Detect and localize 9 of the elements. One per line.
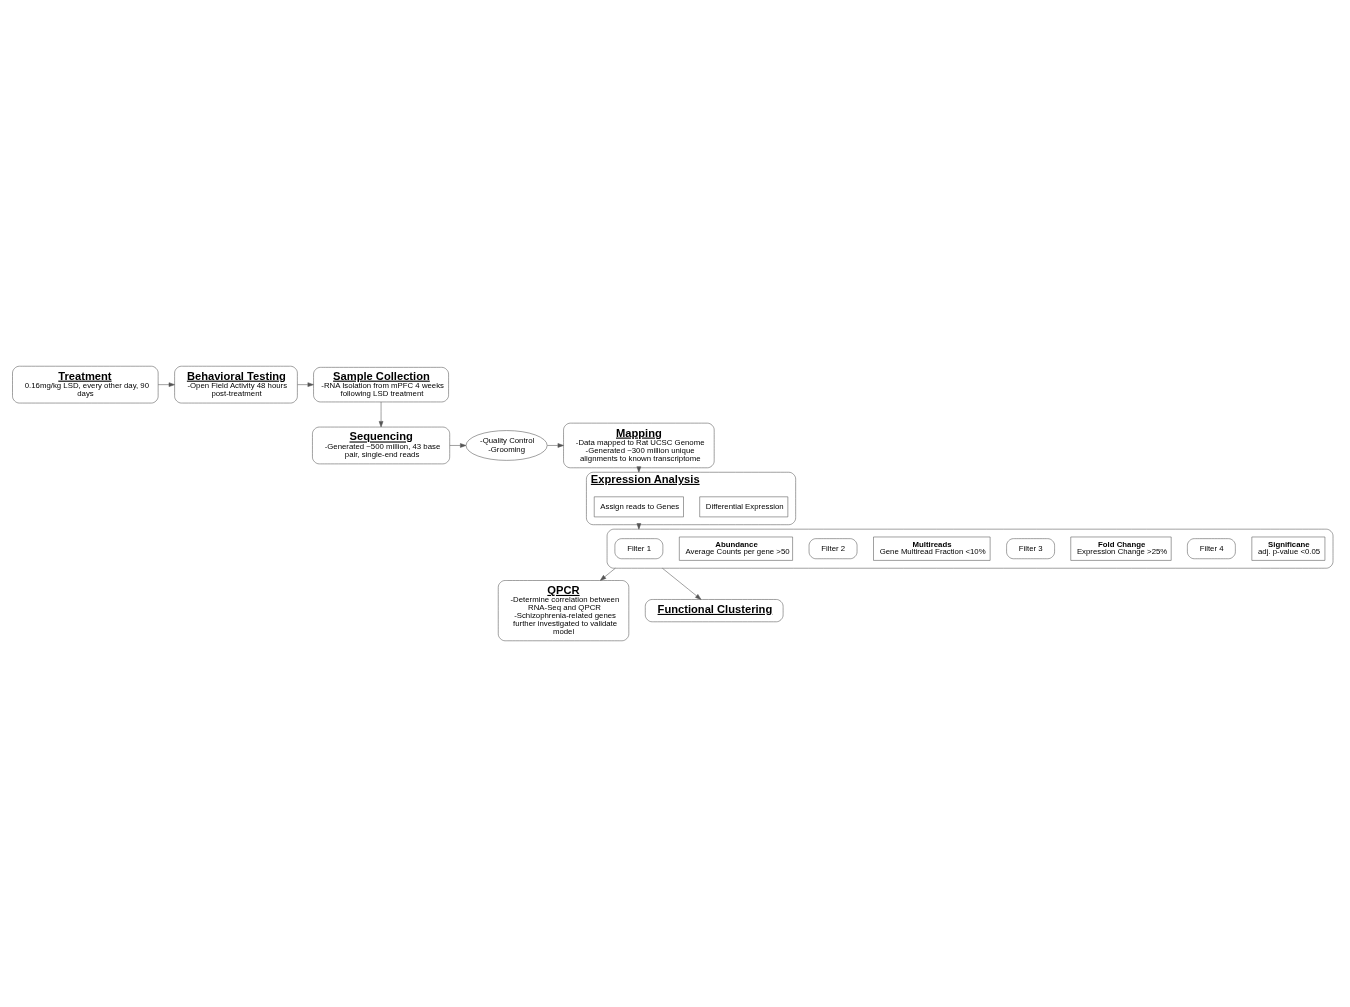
arrow bbox=[449, 443, 467, 448]
arrow bbox=[547, 443, 564, 448]
cluster bbox=[606, 528, 1334, 569]
arrow bbox=[297, 382, 314, 387]
node-box: Functional Clustering bbox=[645, 599, 784, 623]
arrow bbox=[378, 401, 384, 428]
arrow bbox=[157, 382, 175, 387]
arrow bbox=[662, 567, 702, 600]
arrow bbox=[600, 567, 616, 581]
